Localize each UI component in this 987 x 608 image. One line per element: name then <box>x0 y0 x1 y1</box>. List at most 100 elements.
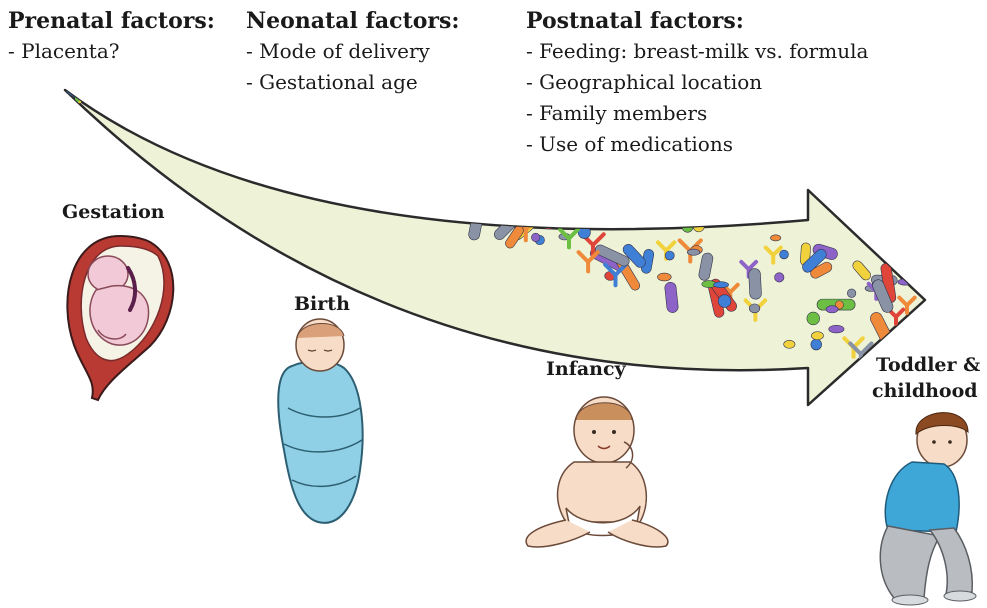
branched-bacterium <box>123 91 142 110</box>
coccus-bacterium <box>376 128 386 138</box>
oval-bacterium <box>280 120 290 127</box>
coccus-bacterium <box>245 109 257 121</box>
coccus-bacterium <box>581 174 589 182</box>
branched-bacterium <box>690 210 708 228</box>
coccus-bacterium <box>241 124 252 135</box>
rod-bacterium <box>651 206 688 229</box>
coccus-bacterium <box>482 144 493 155</box>
coccus-bacterium <box>775 273 784 282</box>
branched-bacterium <box>519 177 534 192</box>
coccus-bacterium <box>459 145 468 154</box>
branched-bacterium <box>125 94 140 109</box>
branched-bacterium <box>397 179 419 201</box>
branched-bacterium <box>318 126 339 147</box>
branched-bacterium <box>267 143 286 162</box>
coccus-bacterium <box>427 153 435 161</box>
oval-bacterium <box>569 161 580 169</box>
coccus-bacterium <box>718 295 731 308</box>
rod-bacterium <box>404 148 442 168</box>
oval-bacterium <box>272 128 286 137</box>
rod-bacterium <box>465 169 483 196</box>
rod-bacterium <box>475 167 510 197</box>
stage-label-toddler-line2: childhood <box>872 379 978 403</box>
rod-bacterium <box>141 89 159 116</box>
rod-bacterium <box>392 120 412 157</box>
oval-bacterium <box>485 162 499 170</box>
branched-bacterium <box>86 81 105 100</box>
branched-bacterium <box>87 84 102 99</box>
oval-bacterium <box>826 306 838 313</box>
branched-bacterium <box>521 193 543 215</box>
coccus-bacterium <box>847 289 856 298</box>
oval-bacterium <box>139 90 150 98</box>
branched-bacterium <box>395 171 413 189</box>
coccus-bacterium <box>344 117 357 130</box>
oval-bacterium <box>749 304 760 313</box>
rod-bacterium <box>408 135 434 156</box>
rod-bacterium <box>618 159 631 187</box>
oval-bacterium <box>713 282 728 288</box>
rod-bacterium <box>66 78 103 105</box>
rod-bacterium <box>264 104 293 126</box>
coccus-bacterium <box>94 92 105 103</box>
rod-bacterium <box>168 97 192 135</box>
oval-bacterium <box>687 249 700 255</box>
branched-bacterium <box>574 197 589 212</box>
rod-bacterium <box>150 105 177 121</box>
rod-bacterium <box>748 268 761 299</box>
coccus-bacterium <box>548 159 558 169</box>
oval-bacterium <box>692 203 707 213</box>
branched-bacterium <box>286 101 305 120</box>
coccus-bacterium <box>451 192 461 202</box>
oval-bacterium <box>478 172 492 182</box>
oval-bacterium <box>476 153 492 159</box>
stage-label-toddler-line1: Toddler & <box>876 353 980 377</box>
coccus-bacterium <box>531 156 540 165</box>
coccus-bacterium <box>95 92 104 101</box>
oval-bacterium <box>123 104 134 111</box>
oval-bacterium <box>414 185 425 193</box>
oval-bacterium <box>528 179 540 186</box>
oval-bacterium <box>135 110 148 117</box>
rod-bacterium <box>279 126 318 145</box>
branched-bacterium <box>453 170 470 187</box>
branched-bacterium <box>627 206 647 226</box>
coccus-bacterium <box>284 128 292 136</box>
oval-bacterium <box>589 212 599 221</box>
coccus-bacterium <box>305 109 314 118</box>
oval-bacterium <box>155 114 167 123</box>
oval-bacterium <box>565 156 577 164</box>
branched-bacterium <box>333 125 351 143</box>
branched-bacterium <box>113 96 134 117</box>
coccus-bacterium <box>89 87 102 100</box>
branched-bacterium <box>348 132 363 147</box>
rod-bacterium <box>569 188 588 218</box>
oval-bacterium <box>332 115 345 123</box>
oval-bacterium <box>811 332 823 340</box>
oval-bacterium <box>71 85 87 92</box>
rod-bacterium <box>291 112 323 149</box>
coccus-bacterium <box>780 250 789 259</box>
coccus-bacterium <box>665 251 674 260</box>
coccus-bacterium <box>425 173 434 182</box>
branched-bacterium <box>392 117 413 138</box>
oval-bacterium <box>365 160 380 169</box>
coccus-bacterium <box>375 159 384 168</box>
coccus-bacterium <box>441 158 451 168</box>
sitting-infant-icon <box>526 397 668 547</box>
branched-bacterium <box>192 107 207 122</box>
coccus-bacterium <box>636 212 648 224</box>
branched-bacterium <box>255 139 270 154</box>
rod-bacterium <box>573 190 601 219</box>
oval-bacterium <box>500 153 516 162</box>
rod-bacterium <box>519 203 545 229</box>
branched-bacterium <box>313 108 330 125</box>
coccus-bacterium <box>216 112 230 126</box>
oval-bacterium <box>653 181 664 187</box>
branched-bacterium <box>340 138 361 159</box>
oval-bacterium <box>237 138 251 147</box>
rod-bacterium <box>133 89 169 125</box>
rod-bacterium <box>539 172 567 197</box>
oval-bacterium <box>456 135 471 142</box>
coccus-bacterium <box>174 95 184 105</box>
